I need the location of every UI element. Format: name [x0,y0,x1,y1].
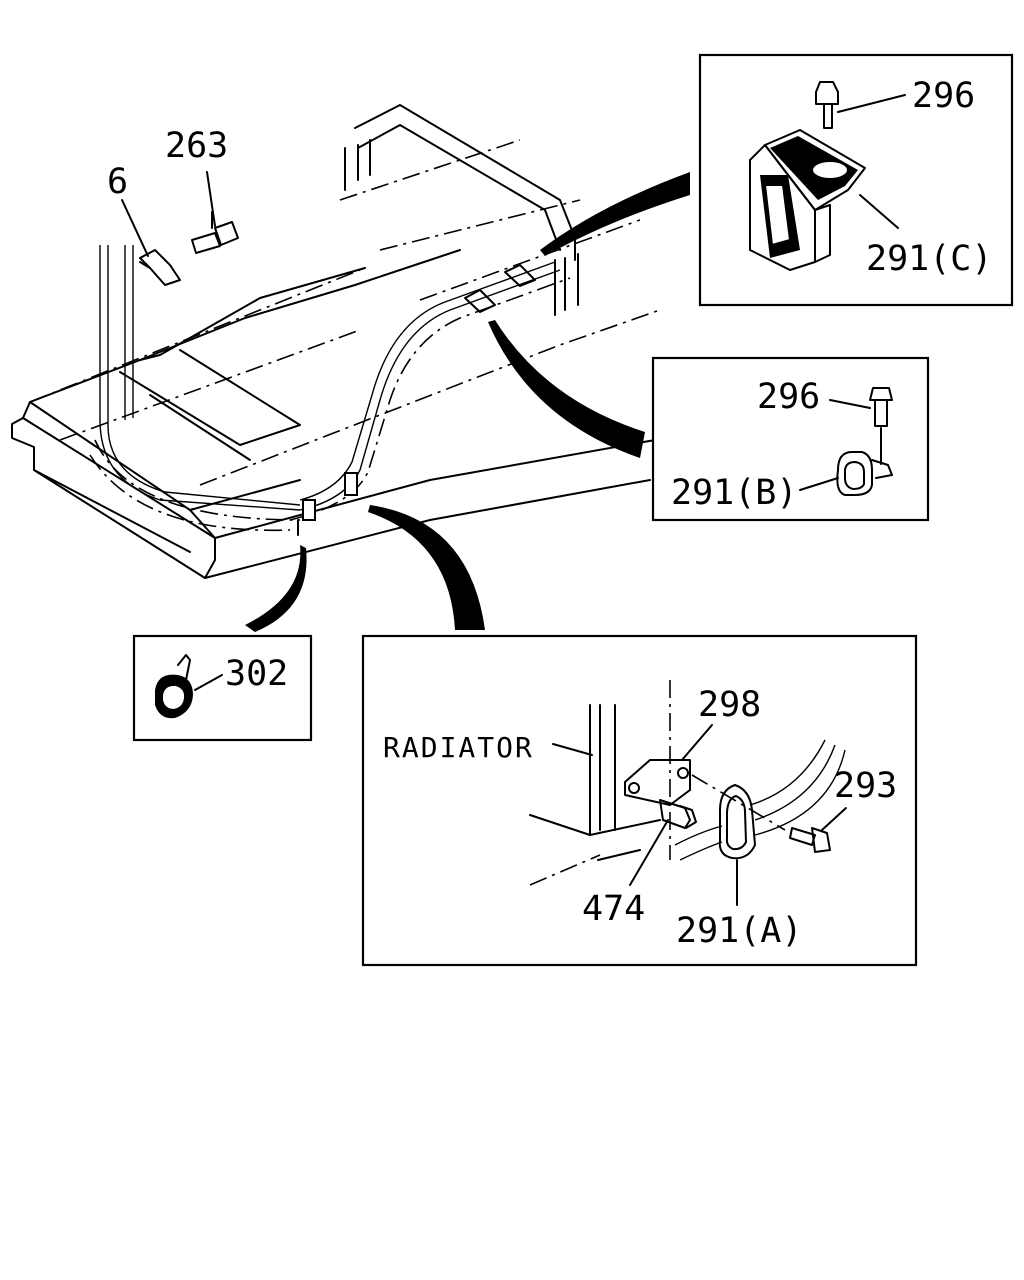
callout-474: 474 [582,889,645,929]
chassis-frame [11,104,661,579]
detail-box-c [698,53,1014,307]
detail-pointers [245,172,690,632]
detail-box-a [361,634,918,967]
main-leaders [121,171,216,257]
callout-6: 6 [107,162,128,202]
callout-296-b: 296 [757,377,820,417]
callout-293: 293 [834,766,897,806]
callout-291-b: 291(B) [671,473,797,513]
detail-box-b [651,356,930,522]
callout-291-a: 291(A) [676,911,802,951]
radiator-pipes [89,245,571,536]
callout-263: 263 [165,126,228,166]
callout-291-c: 291(C) [866,239,992,279]
callout-302: 302 [225,654,288,694]
radiator-label: RADIATOR [383,731,534,764]
bolt-part-263 [191,211,239,254]
detail-box-302 [132,634,313,742]
clip-part-6 [139,249,181,286]
callout-296-c: 296 [912,76,975,116]
callout-298: 298 [698,685,761,725]
